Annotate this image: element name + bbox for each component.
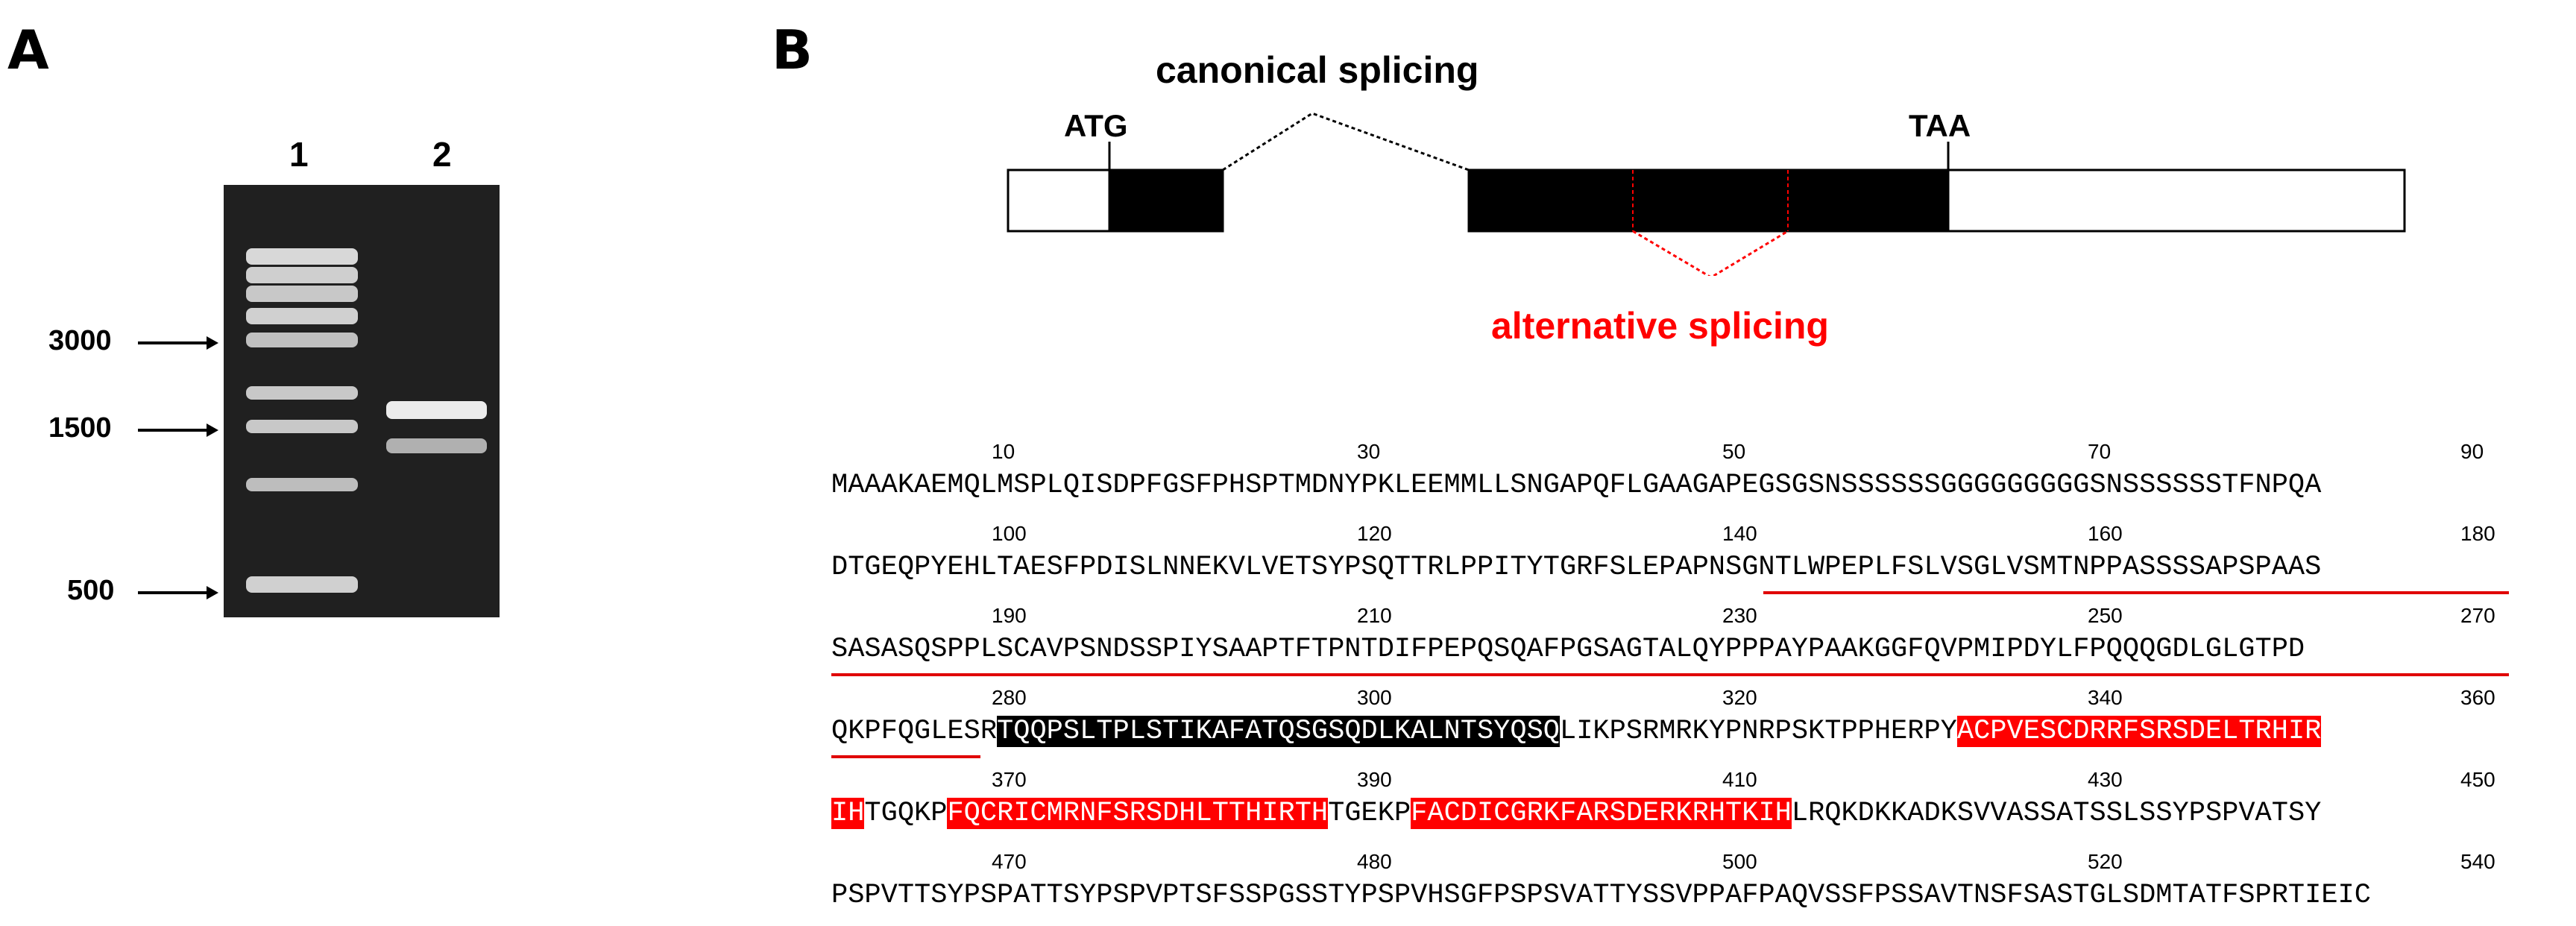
position-number: 90 [2460, 440, 2484, 463]
position-number: 320 [1722, 686, 1757, 709]
position-number: 280 [992, 686, 1027, 709]
ladder-band [246, 386, 358, 400]
sequence-segment: QKPFQGLESR [831, 716, 998, 747]
position-number: 450 [2460, 768, 2495, 791]
start-codon-label: ATG [1064, 108, 1128, 143]
gene-structure-diagram [1007, 112, 2406, 276]
position-number: 10 [992, 440, 1015, 463]
sequence-line-6: PSPVTTSYPSPATTSYPSPVPTSFSSPGSSTYPSPVHSGF… [831, 880, 2371, 911]
lane-2-label: 2 [432, 135, 452, 174]
sequence-line-5: IHTGQKPFQCRICMRNFSRSDHLTTHIRTHTGEKPFACDI… [831, 798, 2321, 829]
alternative-splicing-label: alternative splicing [1491, 305, 1829, 347]
ladder-band [246, 333, 358, 347]
position-number: 160 [2088, 522, 2123, 545]
canonical-splicing-label: canonical splicing [1156, 49, 1479, 91]
position-number: 180 [2460, 522, 2495, 545]
zinc-finger-2: FQCRICMRNFSRSDHLTTHIRTH [947, 798, 1329, 829]
gel-image [224, 185, 500, 617]
underline-red [831, 673, 2509, 676]
sequence-segment: TGEKP [1328, 798, 1411, 829]
position-number: 30 [1357, 440, 1381, 463]
marker-1500-label: 1500 [48, 412, 112, 444]
position-number: 250 [2088, 604, 2123, 627]
sequence-segment: TGQKP [864, 798, 948, 829]
position-number: 190 [992, 604, 1027, 627]
underline-red [1763, 591, 2509, 594]
alternative-splice-line [1632, 230, 1789, 276]
highlight-black-segment: TQQPSLTPLSTIKAFATQSGSQDLKALNTSYQSQ [997, 716, 1560, 747]
position-number: 210 [1357, 604, 1392, 627]
ladder-band [246, 576, 358, 593]
canonical-splice-line [1222, 112, 1470, 171]
ladder-band [246, 248, 358, 265]
marker-1500-arrow [138, 423, 218, 437]
sequence-segment: LRQKDKKADKSVVASSATSSLSSYPSPVATSY [1791, 798, 2322, 829]
marker-3000-arrow [138, 336, 218, 350]
position-number: 300 [1357, 686, 1392, 709]
sequence-line-2: DTGEQPYEHLTAESFPDISLNNEKVLVETSYPSQTTRLPP… [831, 552, 2322, 583]
position-number: 340 [2088, 686, 2123, 709]
exon-1-utr [1007, 168, 1111, 233]
position-number: 430 [2088, 768, 2123, 791]
ladder-band [246, 308, 358, 324]
marker-3000-label: 3000 [48, 325, 112, 356]
zinc-finger-3: FACDICGRKFARSDERKRHTKIH [1411, 798, 1792, 829]
position-number: 360 [2460, 686, 2495, 709]
position-number: 100 [992, 522, 1027, 545]
sequence-line-4: QKPFQGLESRTQQPSLTPLSTIKAFATQSGSQDLKALNTS… [831, 716, 2322, 747]
exon-2-cds [1467, 168, 1950, 233]
lane-1-label: 1 [289, 135, 309, 174]
position-number: 470 [992, 850, 1027, 873]
position-number: 520 [2088, 850, 2123, 873]
position-number: 480 [1357, 850, 1392, 873]
position-number: 120 [1357, 522, 1392, 545]
position-number: 230 [1722, 604, 1757, 627]
position-number: 390 [1357, 768, 1392, 791]
marker-500-label: 500 [67, 575, 115, 606]
exon-1-cds [1108, 168, 1224, 233]
position-number: 70 [2088, 440, 2111, 463]
panel-a-letter: A [7, 19, 49, 81]
sequence-line-1: MAAAKAEMQLMSPLQISDPFGSFPHSPTMDNYPKLEEMML… [831, 470, 2322, 501]
position-number: 270 [2460, 604, 2495, 627]
panel-b-letter: B [772, 19, 813, 81]
underline-red [831, 755, 980, 758]
marker-500-arrow [138, 586, 218, 599]
zinc-finger-1: ACPVESCDRRFSRSDELTRHIR [1956, 716, 2322, 747]
sequence-segment: LIKPSRMRKYPNRPSKTPPHERPY [1559, 716, 1957, 747]
position-number: 50 [1722, 440, 1746, 463]
ladder-band [246, 286, 358, 302]
ladder-band [246, 267, 358, 283]
position-number: 140 [1722, 522, 1757, 545]
sample-band-upper [386, 401, 487, 419]
sample-band-lower [386, 438, 487, 453]
sequence-line-3: SASASQSPPLSCAVPSNDSSPIYSAAPTFTPNTDIFPEPQ… [831, 634, 2305, 665]
ladder-band [246, 478, 358, 491]
ladder-band [246, 420, 358, 433]
position-number: 410 [1722, 768, 1757, 791]
exon-2-utr [1947, 168, 2406, 233]
position-number: 370 [992, 768, 1027, 791]
zinc-finger-1-end: IH [831, 798, 865, 829]
position-number: 540 [2460, 850, 2495, 873]
position-number: 500 [1722, 850, 1757, 873]
stop-codon-label: TAA [1909, 108, 1971, 143]
